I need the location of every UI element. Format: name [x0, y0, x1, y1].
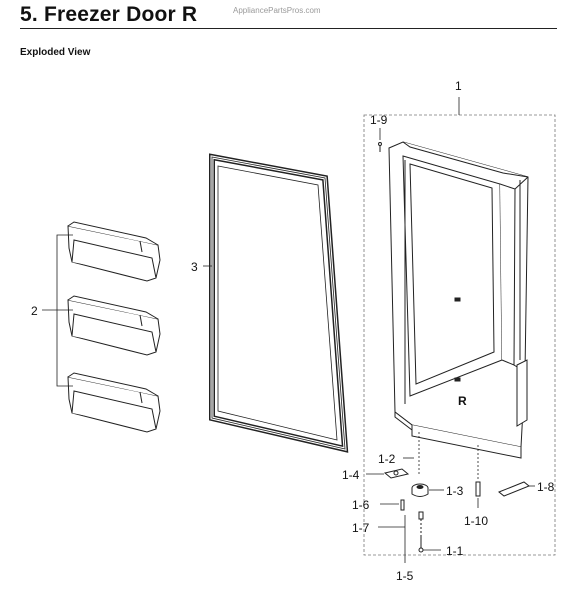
callout-3: 3: [191, 260, 198, 274]
callout-1-5: 1-5: [396, 569, 414, 583]
bracket-1-8: [498, 481, 530, 497]
title-rule: [20, 28, 557, 29]
assembly-boundary: [363, 114, 556, 556]
callout-1-3: 1-3: [446, 484, 464, 498]
hinge-pin-1-2: [418, 432, 479, 480]
watermark: AppliancePartsPros.com: [233, 6, 321, 15]
leader-2: [42, 234, 73, 387]
section-subtitle: Exploded View: [20, 47, 91, 58]
callout-1-4: 1-4: [342, 468, 360, 482]
door-gasket: [209, 153, 349, 453]
door-r-mark: R: [458, 394, 467, 408]
screw-1-1: [418, 535, 424, 553]
bushing-1-7: [418, 511, 424, 533]
callout-1-10: 1-10: [464, 514, 488, 528]
callout-2: 2: [31, 304, 38, 318]
door-bin-bottom: [67, 372, 161, 433]
callout-1-1: 1-1: [446, 544, 464, 558]
hinge-plate-1-4: [383, 468, 410, 479]
callout-1-8: 1-8: [537, 480, 555, 494]
door-bin-top: [67, 221, 161, 282]
page-title: 5. Freezer Door R: [20, 3, 198, 26]
callout-1: 1: [455, 79, 462, 93]
callout-1-7: 1-7: [352, 521, 370, 535]
door-bin-middle: [67, 295, 161, 356]
hinge-pin-1-10: [475, 481, 481, 497]
callout-1-6: 1-6: [352, 498, 370, 512]
screw-1-9: [378, 142, 382, 152]
callout-1-2: 1-2: [378, 452, 396, 466]
freezer-door-panel: [388, 141, 529, 459]
hinge-cap-1-3: [411, 483, 429, 497]
spring-1-6: [400, 499, 405, 511]
callout-1-9: 1-9: [370, 113, 388, 127]
